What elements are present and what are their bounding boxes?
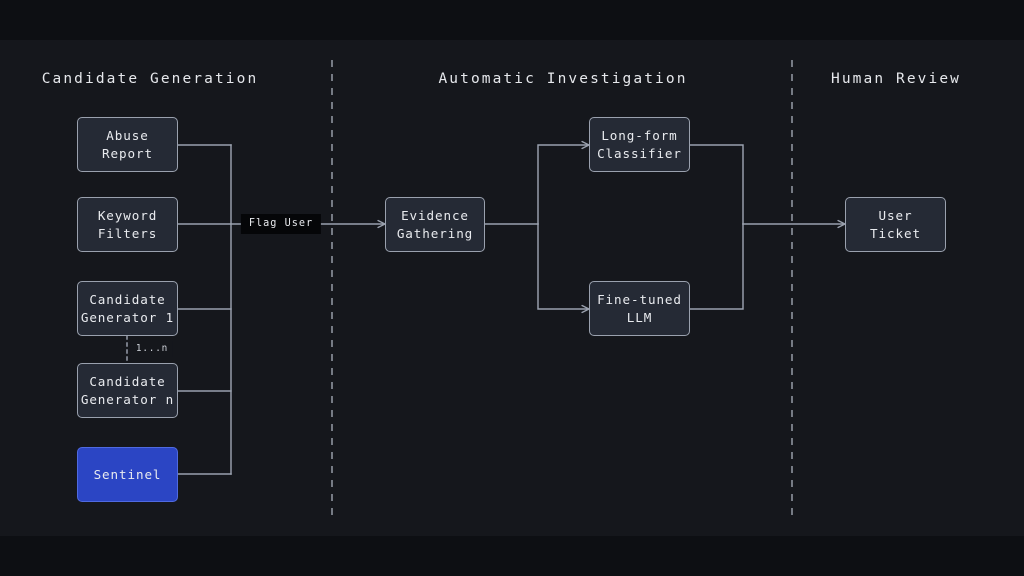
- node-long-form-classifier[interactable]: Long-form Classifier: [589, 117, 690, 172]
- node-fine-tuned-llm[interactable]: Fine-tuned LLM: [589, 281, 690, 336]
- connector-lines: [126, 140, 846, 475]
- node-user-ticket-line-1: User: [878, 207, 913, 223]
- lane-title-human-review: Human Review: [831, 71, 961, 87]
- node-fine-tuned-llm-line-2: LLM: [626, 309, 653, 325]
- edge-branch-to-fine-tuned: [537, 223, 590, 314]
- node-candidate-generator-n-line-1: Candidate: [89, 373, 166, 389]
- node-long-form-classifier-line-1: Long-form: [601, 127, 678, 143]
- edge-branch-to-long-form: [537, 140, 590, 225]
- node-user-ticket[interactable]: User Ticket: [845, 197, 946, 252]
- lane-title-candidate-generation: Candidate Generation: [41, 71, 259, 87]
- node-keyword-filters[interactable]: Keyword Filters: [77, 197, 178, 252]
- node-abuse-report-line-1: Abuse: [106, 127, 149, 143]
- node-sentinel[interactable]: Sentinel: [77, 447, 178, 502]
- lane-title-automatic-investigation: Automatic Investigation: [438, 71, 688, 87]
- node-user-ticket-line-2: Ticket: [870, 225, 921, 241]
- edge-long-form-to-merge: [689, 144, 744, 225]
- node-evidence-gathering-line-2: Gathering: [396, 225, 474, 241]
- node-candidate-generator-n[interactable]: Candidate Generator n: [77, 363, 178, 418]
- edge-label-multiplicity: 1...n: [130, 341, 174, 357]
- node-keyword-filters-line-2: Filters: [97, 225, 158, 241]
- node-abuse-report-line-2: Report: [102, 145, 153, 161]
- edge-label-flag-user: Flag User: [240, 214, 322, 234]
- node-candidate-generator-n-line-2: Generator n: [80, 391, 175, 407]
- node-abuse-report[interactable]: Abuse Report: [77, 117, 178, 172]
- node-sentinel-line-1: Sentinel: [93, 466, 162, 482]
- node-candidate-generator-1-line-1: Candidate: [89, 291, 166, 307]
- node-candidate-generator-1-line-2: Generator 1: [80, 309, 175, 325]
- edge-fine-tuned-to-merge: [689, 223, 744, 310]
- lane-dividers: [331, 60, 793, 518]
- node-fine-tuned-llm-line-1: Fine-tuned: [597, 291, 682, 307]
- node-candidate-generator-1[interactable]: Candidate Generator 1: [77, 281, 178, 336]
- node-keyword-filters-line-1: Keyword: [97, 207, 158, 223]
- node-long-form-classifier-line-2: Classifier: [597, 145, 682, 161]
- node-evidence-gathering-line-1: Evidence: [401, 207, 469, 223]
- node-evidence-gathering[interactable]: Evidence Gathering: [385, 197, 485, 252]
